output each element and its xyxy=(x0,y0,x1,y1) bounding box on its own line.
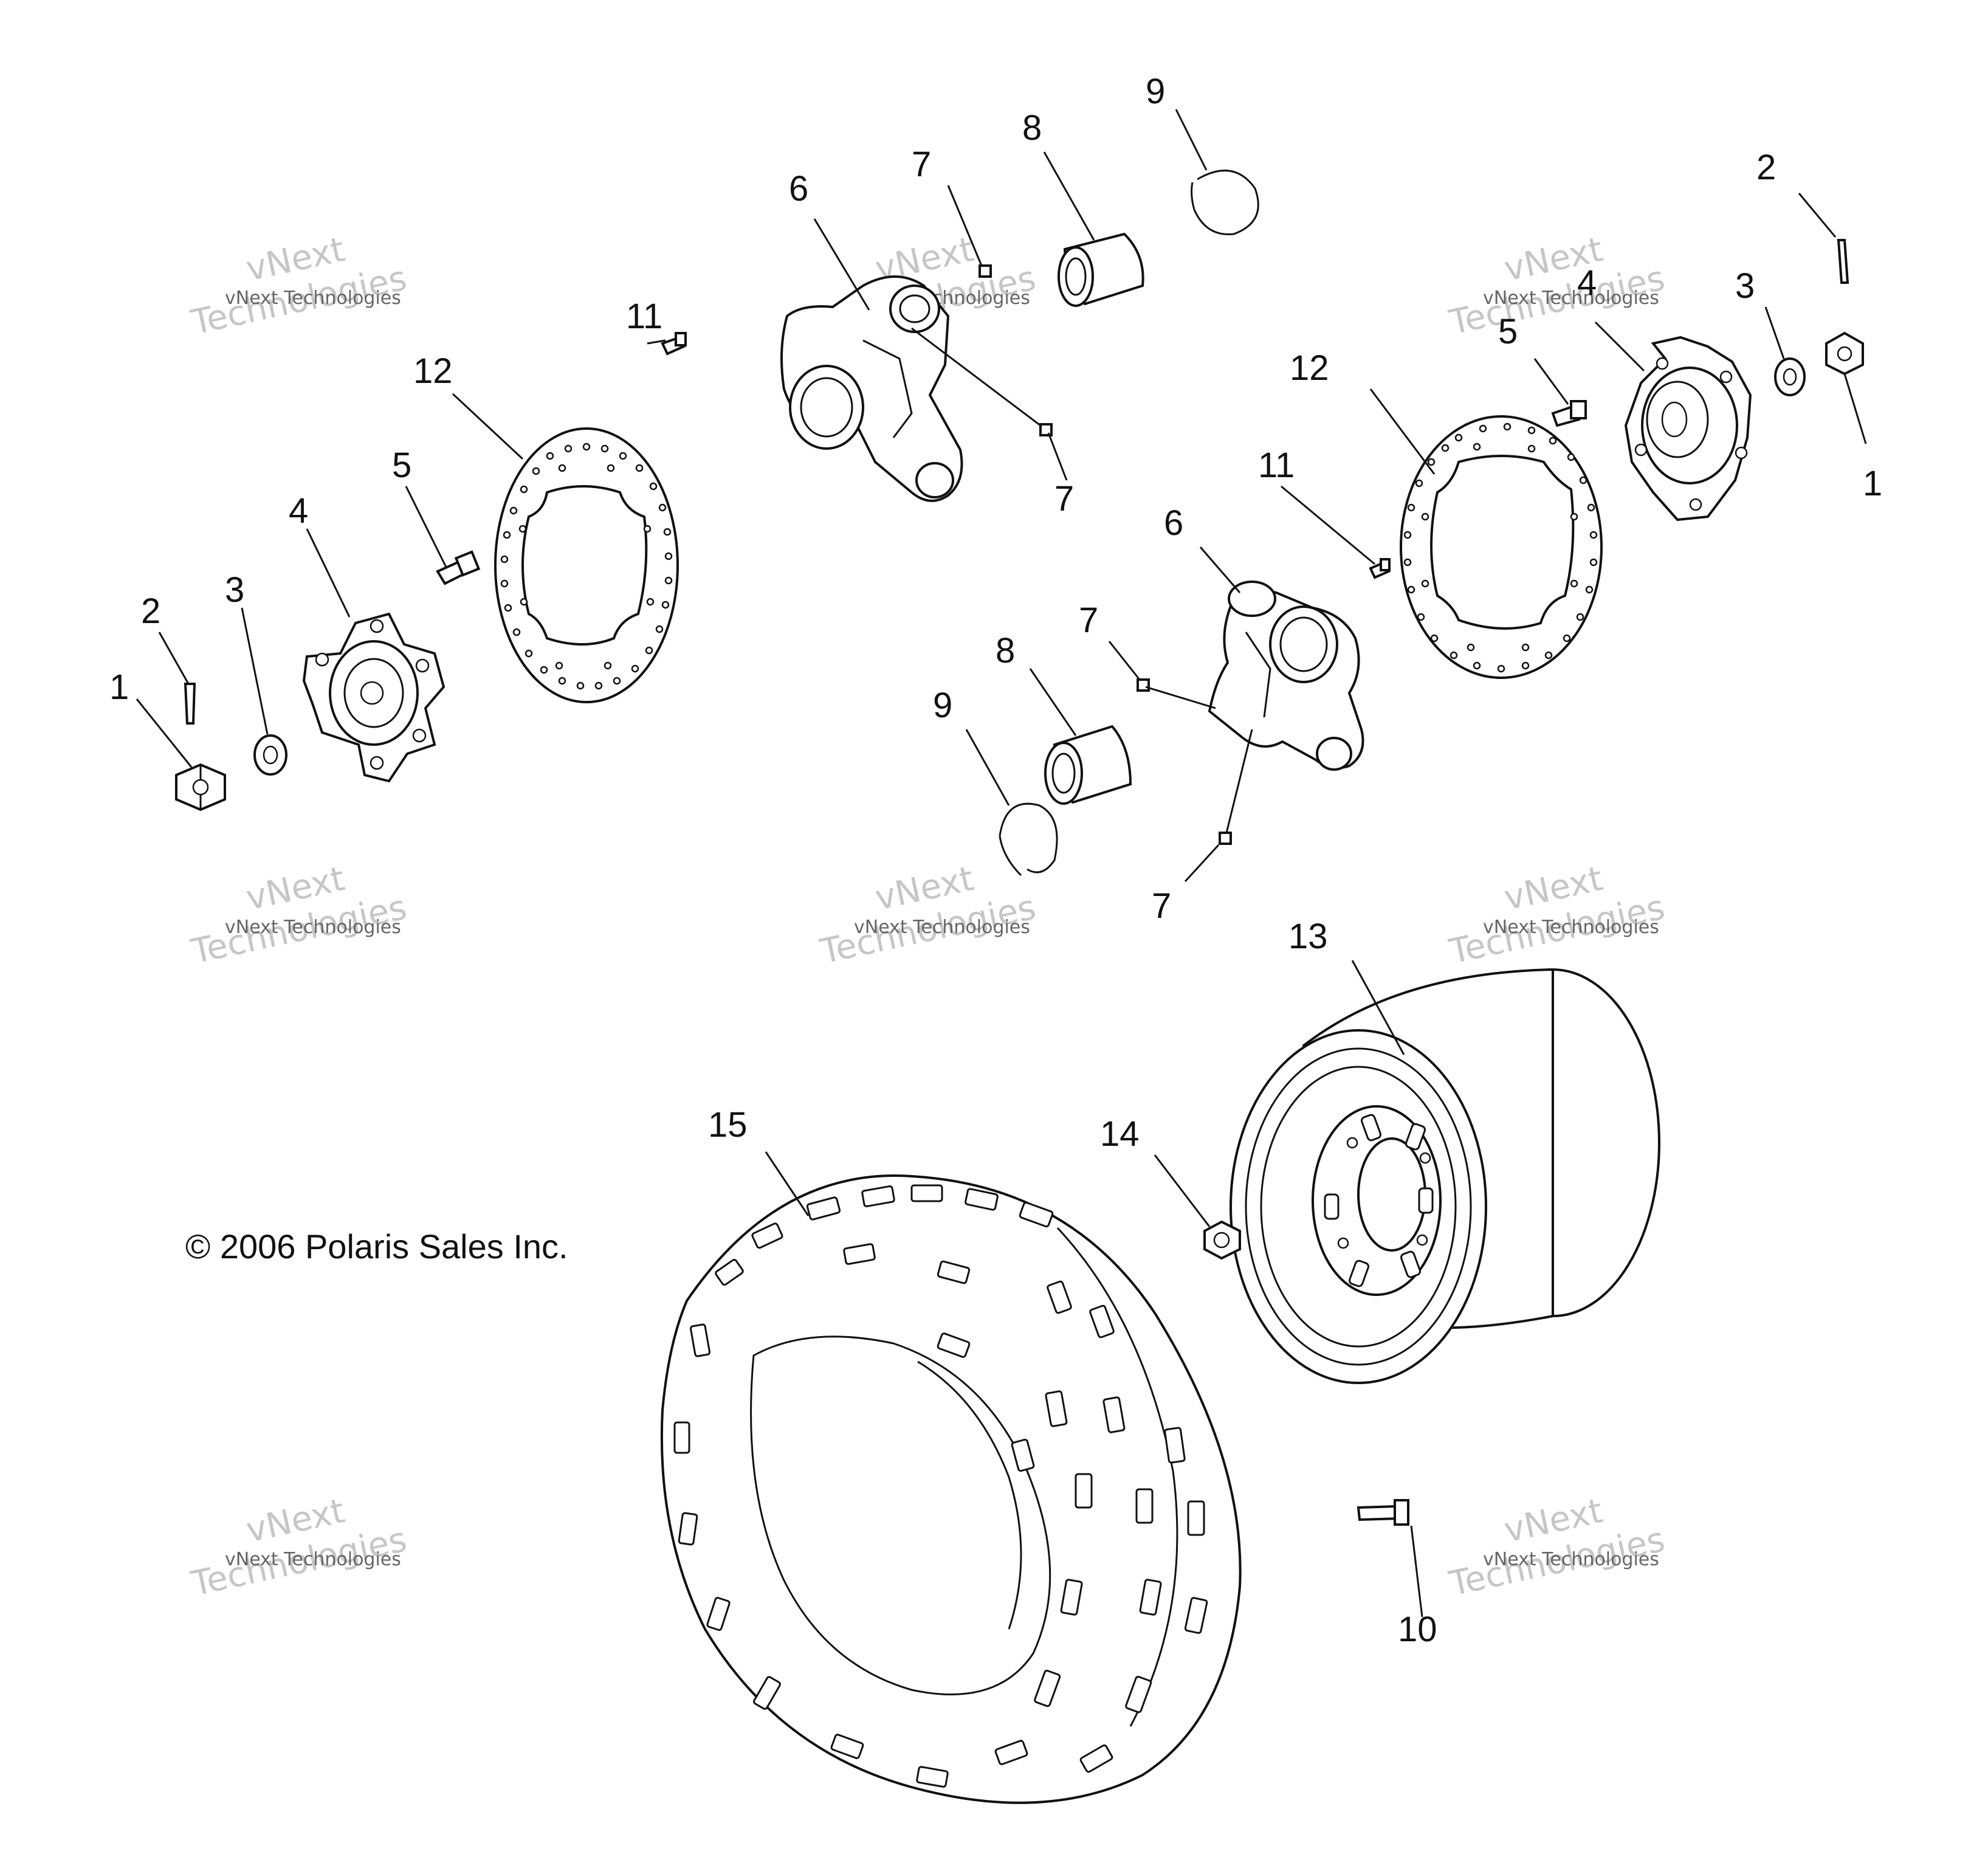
wheel-stud-right xyxy=(1551,400,1587,427)
washer-left xyxy=(253,734,287,776)
wheel-hub-left xyxy=(302,612,445,783)
grease-fitting-lower-a xyxy=(1137,678,1150,692)
callout-cotter-pin-left: 2 xyxy=(141,591,160,631)
callout-washer-left: 3 xyxy=(225,570,244,610)
watermark: vNext Technologies vNext Technologies xyxy=(187,1491,410,1604)
washer-right xyxy=(1774,357,1806,396)
callout-zerk-upper-b: 7 xyxy=(1054,479,1074,519)
snap-ring-upper xyxy=(1191,170,1259,235)
callout-nut-right: 1 xyxy=(1863,464,1882,503)
disc-vent-holes xyxy=(1403,422,1598,673)
snap-ring-lower xyxy=(999,802,1058,877)
grease-fitting-lower-b xyxy=(1219,832,1232,845)
watermark-text-full: vNext Technologies xyxy=(1483,288,1659,309)
callout-stud-left: 5 xyxy=(392,446,411,485)
cotter-pin-right xyxy=(1837,239,1849,284)
callout-valve-bolt: 10 xyxy=(1398,1610,1437,1649)
steering-knuckle-upper xyxy=(780,275,963,502)
tire-tread-blocks xyxy=(673,1184,1208,1788)
callout-hub-right: 4 xyxy=(1577,263,1597,303)
wheel-bearing-upper xyxy=(1058,232,1144,307)
brake-screw-left xyxy=(661,332,687,356)
watermark: vNext Technologies vNext Technologies xyxy=(816,859,1039,972)
callout-cotter-pin-right: 2 xyxy=(1756,148,1776,187)
watermark-text-full: vNext Technologies xyxy=(225,1549,401,1570)
callout-labels: 1 2 3 4 5 12 11 6 7 7 8 9 2 3 1 4 5 12 1… xyxy=(109,72,1882,1649)
callout-lug-nut: 14 xyxy=(1100,1114,1140,1154)
callout-snap-ring-lower: 9 xyxy=(933,686,952,725)
watermark-text-full: vNext Technologies xyxy=(1483,917,1659,938)
callout-brake-disc-right: 12 xyxy=(1290,348,1329,388)
callout-brake-disc-left: 12 xyxy=(413,351,453,391)
grease-fitting-upper-a xyxy=(979,264,992,278)
callout-washer-right: 3 xyxy=(1735,266,1755,306)
watermark: vNext Technologies vNext Technologies xyxy=(1445,1491,1668,1604)
watermark: vNext Technologies vNext Technologies xyxy=(187,859,410,972)
callout-zerk-lower-b: 7 xyxy=(1152,886,1171,926)
wheel-hub-right xyxy=(1624,336,1752,522)
watermark: vNext Technologies vNext Technologies xyxy=(1445,859,1668,972)
grease-fitting-upper-b xyxy=(1039,423,1053,436)
callout-zerk-lower-a: 7 xyxy=(1079,601,1098,640)
castle-nut-left xyxy=(175,763,226,812)
brake-screw-right xyxy=(1369,558,1391,579)
callout-tire: 15 xyxy=(708,1105,748,1145)
callout-stud-right: 5 xyxy=(1498,312,1518,351)
watermark-text-full: vNext Technologies xyxy=(225,288,401,309)
callout-knuckle-upper: 6 xyxy=(789,169,808,209)
wheel-stud-left xyxy=(436,550,481,585)
callout-hub-left: 4 xyxy=(289,491,308,531)
wheel-lug-nut xyxy=(1203,1220,1241,1260)
tire xyxy=(660,1174,1242,1804)
callout-zerk-upper-a: 7 xyxy=(912,145,931,184)
wheel-valve-bolt xyxy=(1357,1499,1409,1526)
watermark-text-full: vNext Technologies xyxy=(225,917,401,938)
callout-wheel-rim: 13 xyxy=(1288,917,1328,956)
callout-nut-left: 1 xyxy=(109,667,129,707)
callout-snap-ring-upper: 9 xyxy=(1146,72,1165,111)
watermark-text-full: vNext Technologies xyxy=(854,917,1030,938)
watermark: vNext Technologies vNext Technologies xyxy=(1445,230,1668,343)
disc-vent-holes xyxy=(500,443,673,690)
callout-bearing-lower: 8 xyxy=(996,631,1015,670)
copyright-notice: © 2006 Polaris Sales Inc. xyxy=(185,1227,568,1266)
rim-lug-holes xyxy=(1324,1114,1434,1287)
brake-disc-left xyxy=(494,427,679,703)
wheel-bearing-lower xyxy=(1044,725,1132,805)
castle-nut-right xyxy=(1825,331,1864,376)
callout-knuckle-lower: 6 xyxy=(1164,503,1183,543)
callout-screw-left: 11 xyxy=(626,297,662,336)
brake-disc-right xyxy=(1400,415,1603,679)
steering-knuckle-lower xyxy=(1208,581,1364,771)
wheel-rim xyxy=(1230,968,1660,1384)
cotter-pin-left xyxy=(184,683,196,725)
watermark: vNext Technologies vNext Technologies xyxy=(187,230,410,343)
callout-screw-right: 11 xyxy=(1258,446,1295,485)
watermark-text-full: vNext Technologies xyxy=(1483,1549,1659,1570)
leader-lines xyxy=(136,109,1867,1618)
callout-bearing-upper: 8 xyxy=(1022,108,1042,148)
